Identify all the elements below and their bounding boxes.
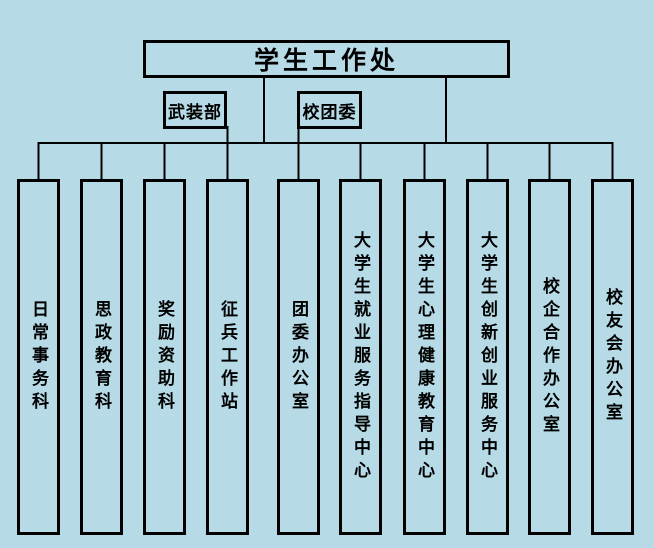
dept-node-awards-funding: 奖励资助科: [143, 179, 186, 535]
dept-label: 大学生就业服务指导中心: [351, 230, 370, 484]
dept-label: 征兵工作站: [218, 299, 237, 415]
dept-node-mental-health-center: 大学生心理健康教育中心: [403, 179, 446, 535]
dept-label: 校企合作办公室: [540, 276, 559, 438]
dept-label: 团委办公室: [289, 299, 308, 415]
dept-label: 日常事务科: [29, 299, 48, 415]
dept-node-league-office: 团委办公室: [277, 179, 320, 535]
dept-label: 大学生心理健康教育中心: [415, 230, 434, 484]
dept-label: 奖励资助科: [155, 299, 174, 415]
root-node-label: 学生工作处: [253, 48, 399, 75]
mid-node-youth-league-committee: 校团委: [297, 91, 362, 129]
mid-node-label: 校团委: [302, 102, 357, 122]
root-node-student-affairs-office: 学生工作处: [143, 40, 510, 78]
dept-label: 思政教育科: [92, 299, 111, 415]
dept-label: 校友会办公室: [603, 288, 622, 426]
dept-node-innovation-entrepreneurship-center: 大学生创新创业服务中心: [466, 179, 509, 535]
dept-node-conscription-station: 征兵工作站: [206, 179, 249, 535]
dept-node-daily-affairs: 日常事务科: [17, 179, 60, 535]
dept-node-ideological-education: 思政教育科: [80, 179, 123, 535]
dept-node-school-enterprise-cooperation-office: 校企合作办公室: [528, 179, 571, 535]
mid-node-label: 武装部: [168, 102, 222, 122]
dept-node-alumni-association-office: 校友会办公室: [591, 179, 634, 535]
dept-node-employment-service-center: 大学生就业服务指导中心: [339, 179, 382, 535]
dept-label: 大学生创新创业服务中心: [478, 230, 497, 484]
mid-node-armed-forces-dept: 武装部: [163, 91, 227, 129]
